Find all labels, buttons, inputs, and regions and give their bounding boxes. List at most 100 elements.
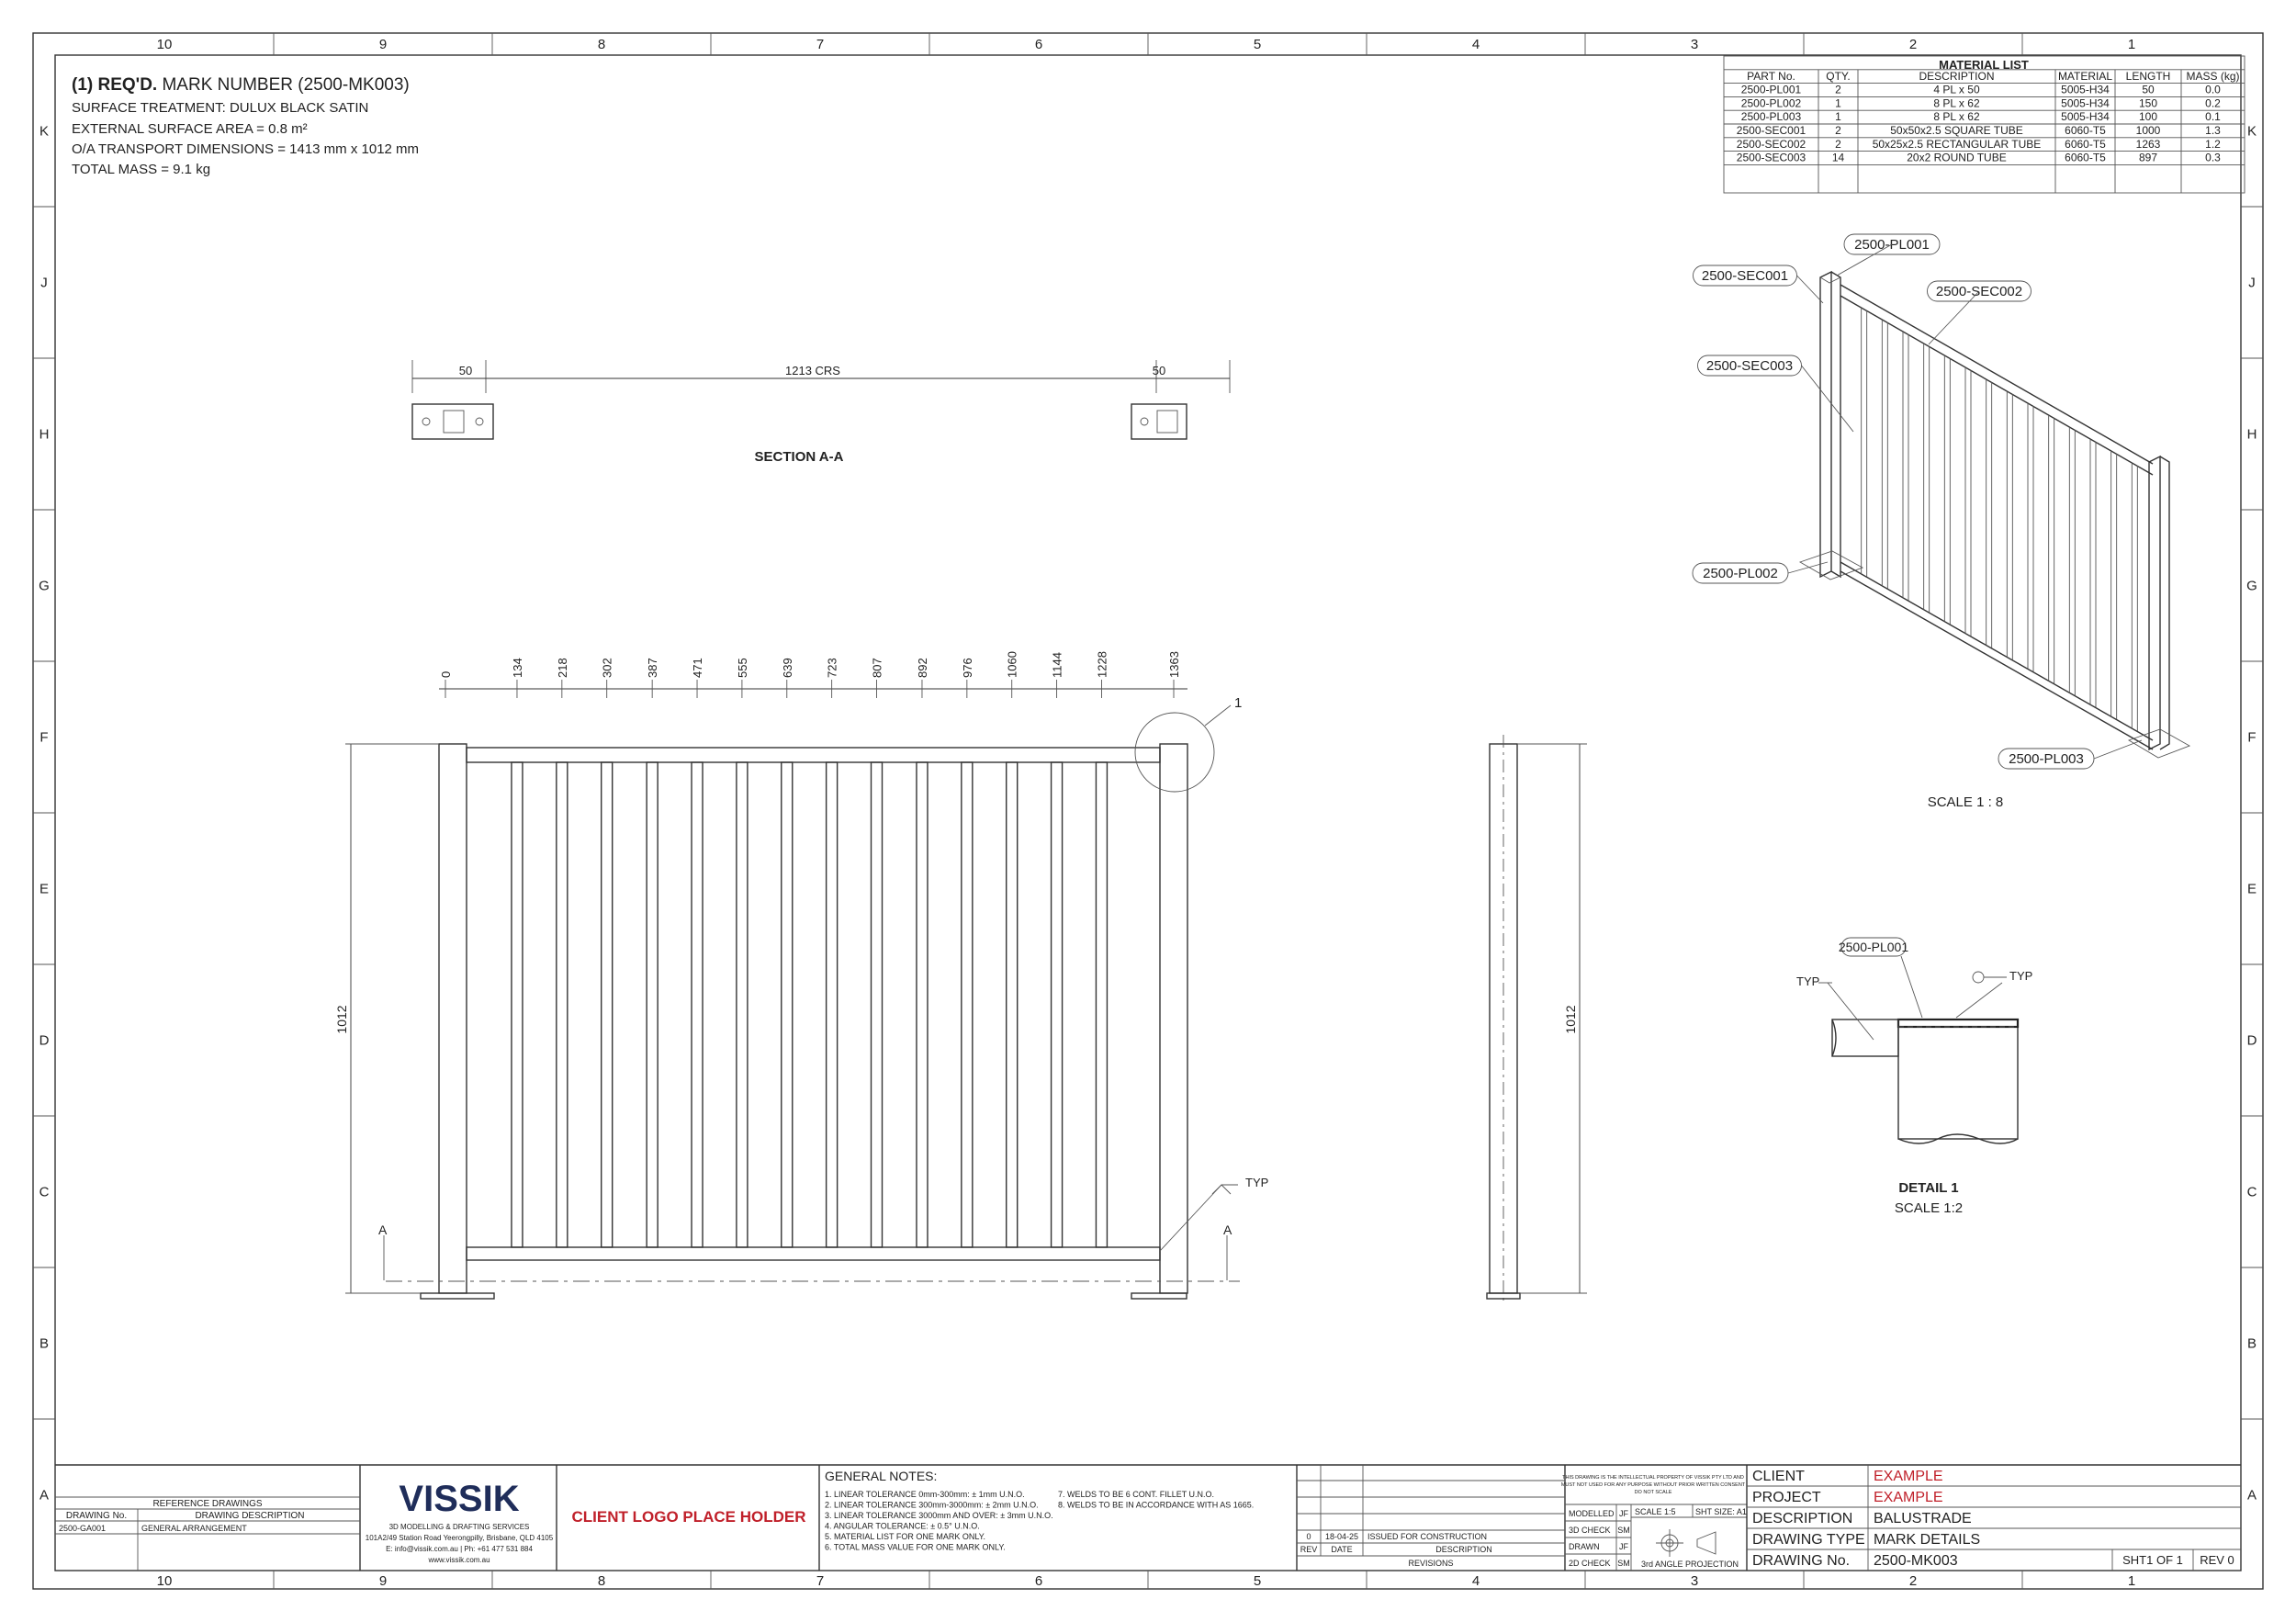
post-left — [438, 743, 467, 1294]
material-cell: 0.1 — [2205, 110, 2221, 123]
revisions-table: 0 18-04-25 ISSUED FOR CONSTRUCTION REV D… — [1297, 1465, 1565, 1568]
check-role: 2D CHECK — [1569, 1559, 1611, 1568]
grid-col-bottom: 1 — [2128, 1573, 2135, 1589]
client-logo-placeholder: CLIENT LOGO PLACE HOLDER — [572, 1508, 806, 1526]
material-cell: 1000 — [2136, 124, 2161, 137]
revision-rev: 0 — [1306, 1532, 1311, 1541]
material-header-cell: PART No. — [1747, 70, 1795, 83]
revisions-title: REVISIONS — [1408, 1559, 1453, 1568]
surface-area: EXTERNAL SURFACE AREA = 0.8 m² — [72, 121, 308, 137]
revision-description: ISSUED FOR CONSTRUCTION — [1367, 1532, 1487, 1541]
grid-row-left: C — [39, 1185, 50, 1200]
baluster — [736, 761, 748, 1248]
ref-col-description: DRAWING DESCRIPTION — [195, 1511, 304, 1521]
grid-row-left: F — [39, 730, 48, 746]
grid-col-top: 9 — [379, 37, 387, 52]
grid-col-bottom: 5 — [1254, 1573, 1261, 1589]
grid-row-left: E — [39, 882, 49, 897]
general-notes-title: GENERAL NOTES: — [825, 1469, 937, 1483]
grid-row-left: A — [39, 1488, 49, 1504]
material-cell: 150 — [2139, 96, 2157, 109]
title-field-value: 2500-MK003 — [1874, 1553, 1958, 1569]
ordinate-dim: 892 — [916, 658, 929, 678]
grid-row-left: J — [40, 276, 48, 291]
isometric-view: 2500-PL0012500-SEC0012500-SEC0022500-SEC… — [1692, 233, 2191, 810]
weld-typ-label: TYP — [1245, 1176, 1268, 1189]
base-plate-left — [411, 403, 494, 440]
ordinate-dim: 976 — [961, 658, 974, 678]
material-cell: 2 — [1835, 84, 1841, 96]
general-note: 4. ANGULAR TOLERANCE: ± 0.5° U.N.O. — [825, 1522, 980, 1531]
header-notes: (1) REQ'D. MARK NUMBER (2500-MK003) SURF… — [72, 75, 419, 177]
ordinate-dim: 471 — [691, 658, 704, 678]
grid-col-top: 4 — [1472, 37, 1480, 52]
baluster — [961, 761, 974, 1248]
check-role: DRAWN — [1569, 1542, 1600, 1551]
grid-row-right: C — [2247, 1185, 2257, 1200]
copyright-line-2: MUST NOT USED FOR ANY PURPOSE WITHOUT PR… — [1561, 1482, 1746, 1488]
general-note: 5. MATERIAL LIST FOR ONE MARK ONLY. — [825, 1532, 985, 1541]
material-header-cell: LENGTH — [2126, 70, 2171, 83]
baluster — [870, 761, 884, 1248]
general-note: 1. LINEAR TOLERANCE 0mm-300mm: ± 1mm U.N… — [825, 1490, 1025, 1499]
grid-row-right: B — [2247, 1336, 2257, 1352]
check-initials: SM — [1617, 1526, 1630, 1535]
detail-1-view: 2500-PL001 TYP TYP DETAIL 1 SCALE 1:2 — [1796, 937, 2032, 1216]
title-field-label: PROJECT — [1752, 1490, 1821, 1505]
material-cell: 5005-H34 — [2061, 84, 2110, 96]
ordinate-dim: 807 — [871, 658, 884, 678]
detail-typ-right: TYP — [2009, 969, 2032, 983]
company-line-4: www.vissik.com.au — [427, 1556, 490, 1564]
grid-col-top: 2 — [1909, 37, 1917, 52]
side-elevation-view: 1012 — [1486, 735, 1587, 1304]
material-cell: 1 — [1835, 110, 1841, 123]
revision-col-description: DESCRIPTION — [1435, 1545, 1492, 1554]
ordinate-dim: 218 — [556, 658, 569, 678]
material-cell: 897 — [2139, 152, 2157, 164]
material-cell: 50x25x2.5 RECTANGULAR TUBE — [1873, 138, 2042, 151]
ordinate-dim: 387 — [646, 658, 659, 678]
check-role: MODELLED — [1569, 1509, 1615, 1518]
material-cell: 5005-H34 — [2061, 96, 2110, 109]
baluster — [646, 761, 658, 1248]
ref-row-description: GENERAL ARRANGEMENT — [141, 1524, 247, 1533]
copyright-line-1: THIS DRAWING IS THE INTELLECTUAL PROPERT… — [1562, 1475, 1744, 1481]
grid-row-left: G — [39, 579, 50, 594]
bottom-rail — [466, 1246, 1161, 1261]
side-height-dim: 1012 — [1563, 1005, 1578, 1033]
title-field-value: BALUSTRADE — [1874, 1511, 1972, 1526]
ordinate-dim: 1363 — [1167, 651, 1181, 678]
general-note: 7. WELDS TO BE 6 CONT. FILLET U.N.O. — [1058, 1490, 1214, 1499]
ordinate-dim: 1060 — [1006, 651, 1019, 678]
title-field-value: MARK DETAILS — [1874, 1532, 1980, 1548]
general-note: 3. LINEAR TOLERANCE 3000mm AND OVER: ± 3… — [825, 1511, 1053, 1520]
material-cell: 20x2 ROUND TUBE — [1907, 152, 2006, 164]
top-rail — [466, 747, 1161, 763]
material-header-cell: QTY. — [1826, 70, 1850, 83]
title-field-label: DRAWING No. — [1752, 1553, 1850, 1569]
material-cell: 2500-PL001 — [1741, 84, 1802, 96]
iso-callout-bubble — [1843, 233, 1941, 255]
detail-1-marker — [1134, 712, 1215, 793]
grid-col-bottom: 2 — [1909, 1573, 1917, 1589]
sheet-border — [32, 32, 2264, 1590]
grid-row-right: D — [2247, 1033, 2257, 1049]
material-cell: 2500-SEC003 — [1737, 152, 1806, 164]
revision-col-date: DATE — [1331, 1545, 1352, 1554]
grid-col-bottom: 3 — [1691, 1573, 1698, 1589]
material-cell: 6060-T5 — [2065, 124, 2106, 137]
material-cell: 2500-SEC002 — [1737, 138, 1806, 151]
baluster — [601, 761, 613, 1248]
grid-row-right: F — [2247, 730, 2256, 746]
baluster — [781, 761, 793, 1248]
grid-col-top: 10 — [157, 37, 173, 52]
section-a-a-view: 50 1213 CRS 50 SECTION A-A — [411, 360, 1231, 465]
check-role: 3D CHECK — [1569, 1526, 1611, 1535]
total-mass: TOTAL MASS = 9.1 kg — [72, 162, 210, 177]
projection-symbol — [1656, 1529, 1716, 1557]
material-cell: 1263 — [2136, 138, 2161, 151]
baluster — [556, 761, 568, 1248]
